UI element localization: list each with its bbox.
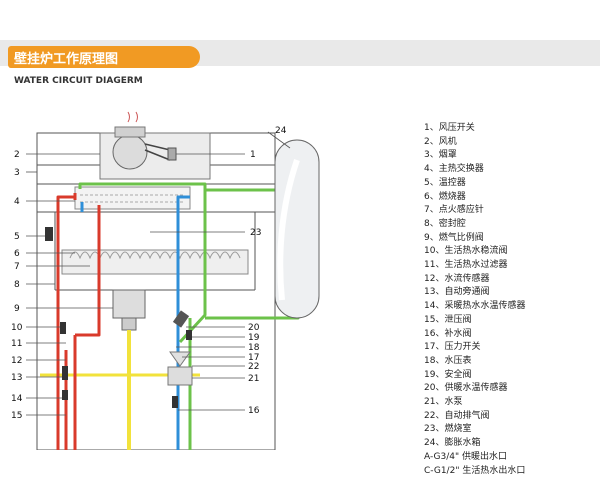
gas-valve — [112, 289, 146, 331]
small-components — [45, 227, 193, 408]
callout-6: 6 — [14, 249, 20, 259]
left-leaders — [26, 153, 113, 416]
page-title: 壁挂炉工作原理图 — [14, 52, 119, 67]
callout-14: 14 — [11, 394, 23, 404]
legend-item: 21、水泵 — [424, 397, 463, 408]
right-leaders — [150, 131, 291, 411]
legend-item: 4、主热交换器 — [424, 164, 484, 175]
legend-item: 7、点火感应针 — [424, 205, 484, 216]
callout-2: 2 — [14, 150, 20, 160]
callout-1: 1 — [250, 150, 256, 160]
callout-22: 22 — [248, 362, 259, 372]
callout-10: 10 — [11, 323, 23, 333]
legend-item: 24、膨胀水箱 — [424, 438, 481, 449]
top-whitespace — [0, 0, 600, 40]
legend-item: 12、水流传感器 — [424, 273, 490, 284]
legend-item: 20、供暖水温传感器 — [424, 383, 508, 394]
legend-item: 10、生活热水稳流阀 — [424, 246, 508, 257]
legend-item: 8、密封腔 — [424, 218, 466, 229]
legend-item: 15、泄压阀 — [424, 314, 472, 325]
callout-21: 21 — [248, 374, 259, 384]
callout-7: 7 — [14, 262, 20, 272]
expansion-tank — [274, 139, 320, 319]
callout-23: 23 — [250, 228, 261, 238]
callout-16: 16 — [248, 406, 260, 416]
legend-item: 11、生活热水过滤器 — [424, 260, 508, 271]
callout-24: 24 — [275, 126, 287, 136]
legend-item: 1、风压开关 — [424, 123, 475, 133]
legend-item: 6、燃烧器 — [424, 191, 466, 202]
callout-11: 11 — [11, 339, 22, 349]
legend-item: 3、烟罩 — [424, 150, 457, 161]
right-callouts: 1 23 20 19 18 17 22 21 16 24 — [248, 126, 287, 416]
heat-exchanger — [74, 186, 191, 210]
component-legend: 1、风压开关 2、风机 3、烟罩 4、主热交换器 5、温控器 6、燃烧器 7、点… — [424, 122, 525, 478]
fan-assembly — [99, 111, 211, 180]
callout-9: 9 — [14, 304, 20, 314]
left-callouts: 2 3 4 5 6 7 8 9 10 11 12 13 14 15 — [11, 150, 23, 421]
callout-3: 3 — [14, 168, 20, 178]
legend-item: 5、温控器 — [424, 177, 466, 188]
legend-item: 17、压力开关 — [424, 342, 481, 353]
callout-17: 17 — [248, 353, 259, 363]
legend-item: 16、补水阀 — [424, 328, 472, 339]
callout-15: 15 — [11, 411, 22, 421]
legend-item: 2、风机 — [424, 136, 457, 147]
legend-item: 23、燃烧室 — [424, 424, 472, 435]
title-tab: 壁挂炉工作原理图 — [8, 46, 200, 68]
legend-item: 19、安全阀 — [424, 369, 472, 380]
burner — [61, 249, 249, 275]
legend-item: A-G3/4" 供暖出水口 — [424, 451, 507, 462]
callout-12: 12 — [11, 356, 22, 366]
legend-item: 14、采暖热水水温传感器 — [424, 301, 526, 312]
diagram-subtitle: WATER CIRCUIT DIAGERM — [14, 76, 143, 86]
legend-item: 13、自动旁通阀 — [424, 287, 490, 298]
legend-item: 18、水压表 — [424, 355, 472, 366]
callout-18: 18 — [248, 343, 260, 353]
legend-item: 9、燃气比例阀 — [424, 232, 484, 243]
callout-19: 19 — [248, 333, 260, 343]
callout-13: 13 — [11, 373, 22, 383]
legend-item: C-G1/2" 生活热水出水口 — [424, 465, 526, 476]
boiler-casing — [36, 132, 276, 450]
callout-20: 20 — [248, 323, 260, 333]
legend-item: 22、自动排气阀 — [424, 410, 490, 421]
callout-8: 8 — [14, 280, 20, 290]
callout-5: 5 — [14, 232, 20, 242]
callout-4: 4 — [14, 197, 20, 207]
water-circuit-diagram: 2 3 4 5 6 7 8 9 10 11 12 13 14 15 1 23 2… — [11, 111, 320, 450]
